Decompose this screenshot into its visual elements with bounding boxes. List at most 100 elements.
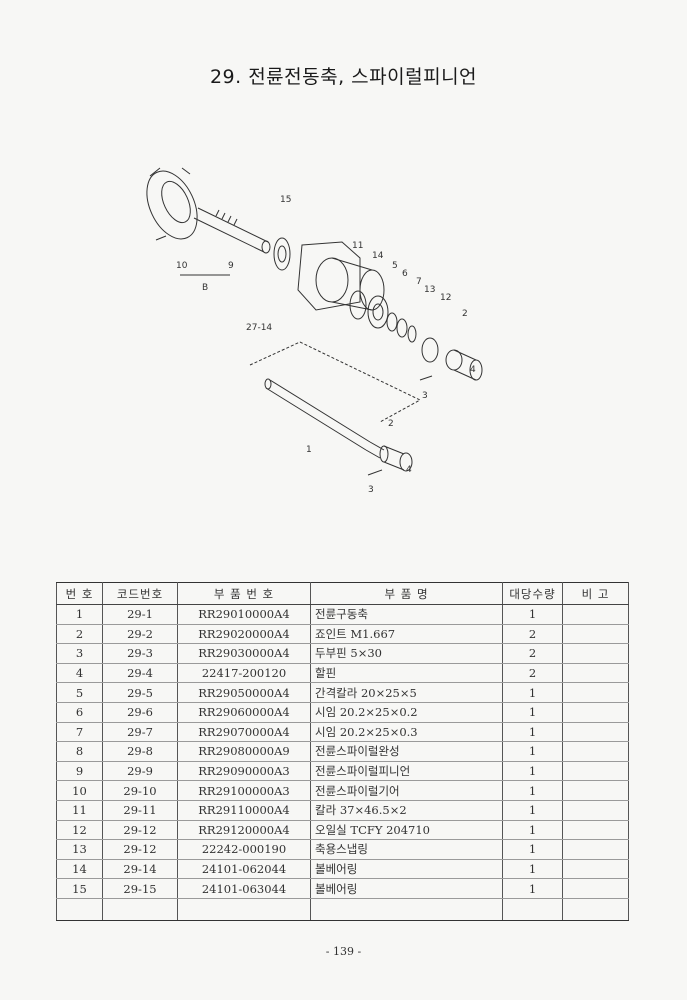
cell-part-no: 24101-062044: [177, 859, 311, 880]
drive-shaft-drawing: [264, 378, 413, 472]
cell-note: [562, 643, 629, 664]
cell-qty: 2: [502, 624, 563, 645]
header-note: 비 고: [562, 582, 629, 605]
callout-b: B: [202, 283, 208, 293]
cell-qty: 1: [502, 839, 563, 860]
cell-note: [562, 663, 629, 684]
cell-note: [562, 741, 629, 762]
cell-code: 29-14: [102, 859, 178, 880]
cell-part-name: 오일실 TCFY 204710: [310, 820, 503, 841]
cell-code: 29-2: [102, 624, 178, 645]
cell-no: 4: [56, 663, 103, 684]
cell-part-name: 두부핀 5×30: [310, 643, 503, 664]
pin-upper-drawing: [419, 375, 433, 381]
cell-code: 29-12: [102, 820, 178, 841]
cell-part-name: 칼라 37×46.5×2: [310, 800, 503, 821]
callout-4-lower: 4: [406, 465, 412, 475]
callout-13: 13: [424, 285, 435, 295]
cell-part-name: 축용스냅링: [310, 839, 503, 860]
spiral-gear-drawing: [146, 167, 198, 241]
exploded-view-drawing: 15 11 14 5 6 7 13 12 2 4 3 10 9 B 27-14 …: [146, 167, 483, 495]
cell-code: 29-3: [102, 643, 178, 664]
cell-part-name: 전륜스파이럴기어: [310, 780, 503, 801]
cell-note: [562, 800, 629, 821]
callout-15: 15: [280, 195, 291, 205]
cell-part-no: RR29050000A4: [177, 682, 311, 703]
cell-part-no: 24101-063044: [177, 878, 311, 899]
cell-part-no: RR29080000A9: [177, 741, 311, 762]
callout-3-lower: 3: [368, 485, 374, 495]
cell-part-name: 간격칼라 20×25×5: [310, 682, 503, 703]
cell-no: 5: [56, 682, 103, 703]
callout-6: 6: [402, 269, 408, 279]
cell-no: 9: [56, 761, 103, 782]
cell-qty: 1: [502, 878, 563, 899]
cell-no: 2: [56, 624, 103, 645]
cell-part-no: 22242-000190: [177, 839, 311, 860]
header-code: 코드번호: [102, 582, 178, 605]
cell-qty: [502, 898, 563, 921]
cell-part-name: 죠인트 M1.667: [310, 624, 503, 645]
cell-part-name: 할핀: [310, 663, 503, 684]
header-part-name: 부 품 명: [310, 582, 503, 605]
callout-2-upper: 2: [462, 309, 468, 319]
cell-note: [562, 898, 629, 921]
cell-part-no: 22417-200120: [177, 663, 311, 684]
cell-note: [562, 780, 629, 801]
collar-stack-drawing: [349, 290, 483, 381]
cell-part-no: RR29100000A3: [177, 780, 311, 801]
cell-part-name: [310, 898, 503, 921]
callout-3-upper: 3: [422, 391, 428, 401]
cell-code: 29-5: [102, 682, 178, 703]
cell-code: 29-15: [102, 878, 178, 899]
cell-note: [562, 859, 629, 880]
cell-qty: 1: [502, 780, 563, 801]
cell-code: 29-10: [102, 780, 178, 801]
callout-12: 12: [440, 293, 451, 303]
callout-7: 7: [416, 277, 422, 287]
cell-qty: 1: [502, 702, 563, 723]
cell-no: 6: [56, 702, 103, 723]
cell-code: 29-6: [102, 702, 178, 723]
cell-note: [562, 702, 629, 723]
page-number: - 139 -: [325, 945, 362, 958]
cell-code: 29-8: [102, 741, 178, 762]
cell-no: 12: [56, 820, 103, 841]
cell-part-name: 시임 20.2×25×0.3: [310, 722, 503, 743]
callout-2-lower: 2: [388, 419, 394, 429]
header-no: 번 호: [56, 582, 103, 605]
header-qty: 대당수량: [502, 582, 563, 605]
cell-part-name: 시임 20.2×25×0.2: [310, 702, 503, 723]
cell-qty: 2: [502, 663, 563, 684]
cell-part-name: 볼베어링: [310, 878, 503, 899]
cell-part-no: RR29020000A4: [177, 624, 311, 645]
cell-note: [562, 604, 629, 625]
cell-code: 29-12: [102, 839, 178, 860]
callout-10: 10: [176, 261, 188, 271]
cell-code: 29-7: [102, 722, 178, 743]
cell-no: 13: [56, 839, 103, 860]
cell-qty: 2: [502, 643, 563, 664]
cell-note: [562, 722, 629, 743]
callout-9: 9: [228, 261, 234, 271]
callout-1: 1: [306, 445, 312, 455]
callout-labels: 15 11 14 5 6 7 13 12 2 4 3 10 9 B 27-14 …: [176, 195, 476, 495]
pin-lower-drawing: [367, 469, 383, 476]
cell-qty: 1: [502, 859, 563, 880]
cell-qty: 1: [502, 820, 563, 841]
cell-note: [562, 820, 629, 841]
cell-part-name: 전륜스파이럴피니언: [310, 761, 503, 782]
cell-part-name: 전륜스파이럴완성: [310, 741, 503, 762]
cell-code: 29-4: [102, 663, 178, 684]
cell-qty: 1: [502, 604, 563, 625]
